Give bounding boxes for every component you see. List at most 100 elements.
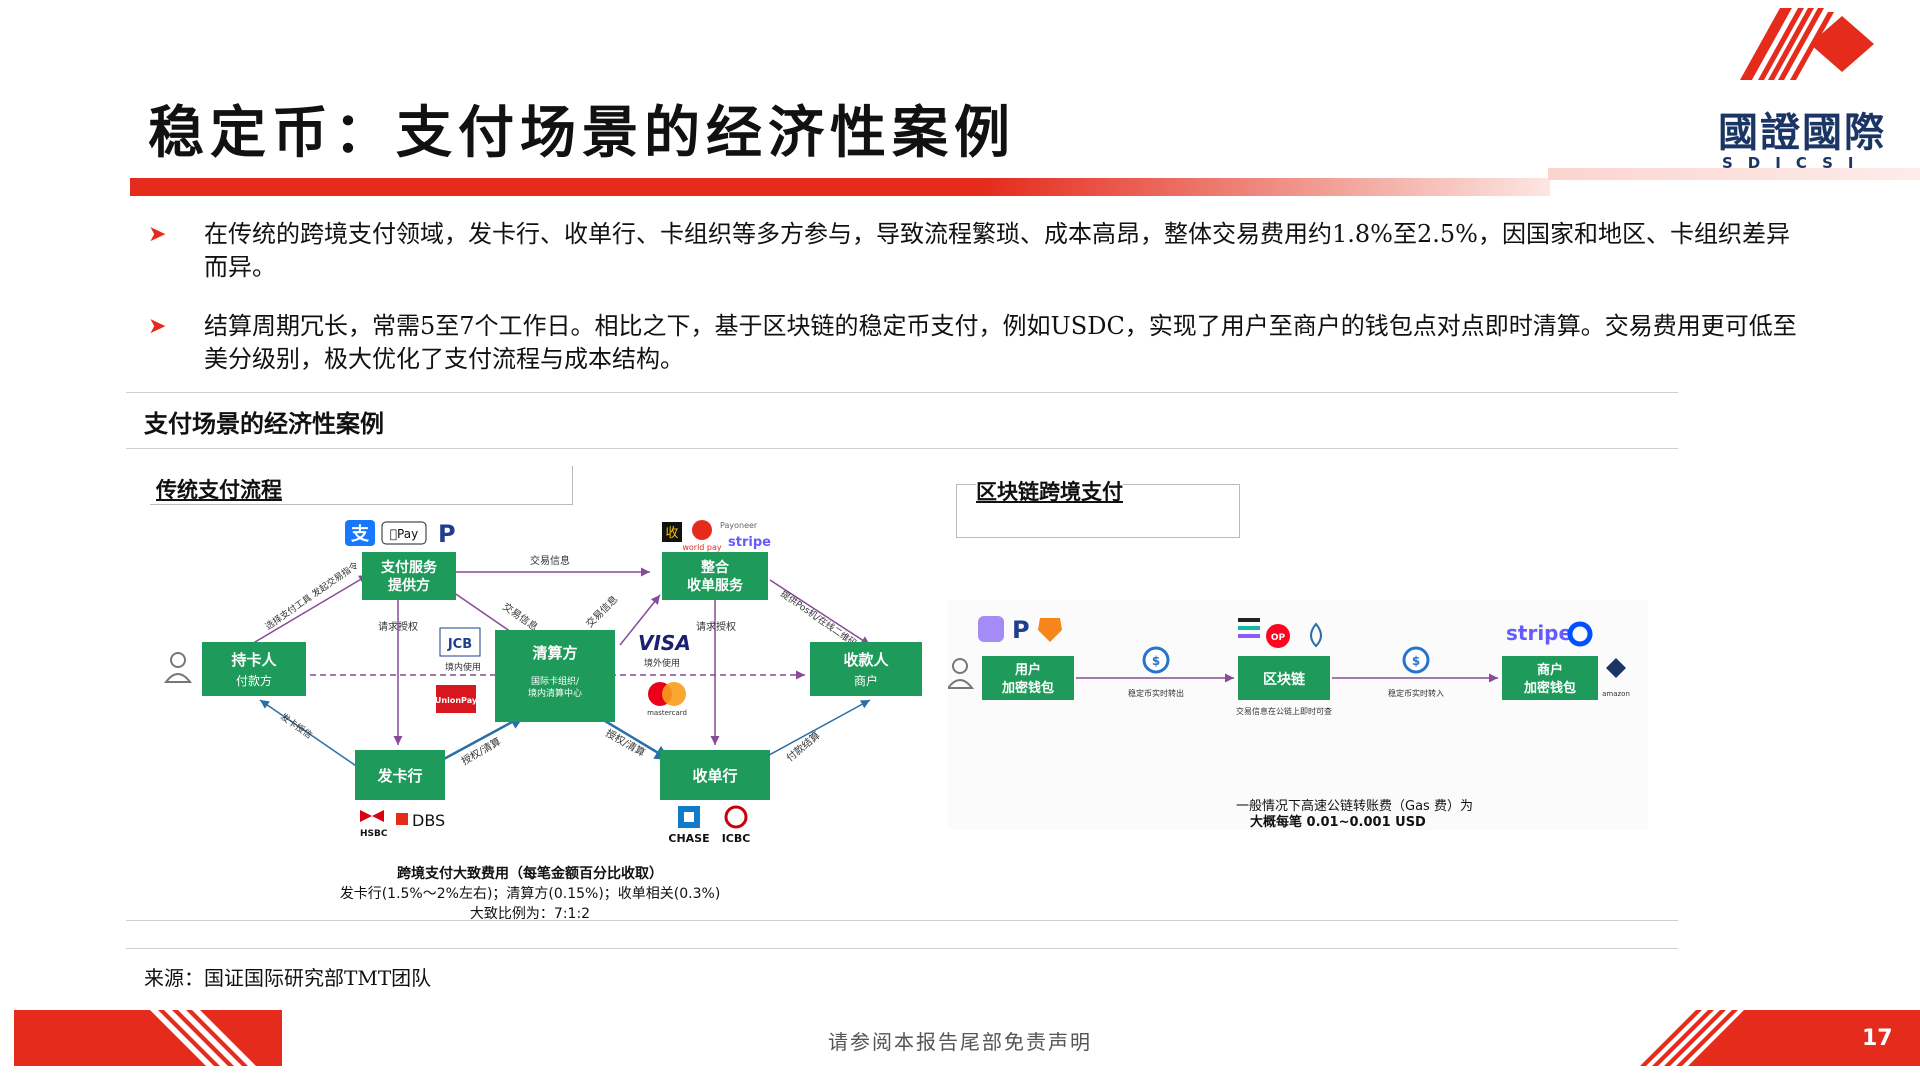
stripe-icon-small: stripe [728,535,771,550]
shou-icon: 收 [662,522,682,542]
edge-label: 交易信息 [583,593,620,630]
paypal-icon: P [438,520,456,548]
svg-text:amazon: amazon [1602,690,1630,698]
logo-chinese: 國證國際 [1718,109,1886,156]
node-acquirer-label: 收单行 [692,767,737,785]
node-psp: 支付服务 提供方 [362,552,456,600]
disclaimer-footer: 请参阅本报告尾部免责声明 [828,1030,1092,1054]
edge-label: 提供Pos机/在线二维码 [778,588,859,650]
traditional-label-box [150,466,573,505]
svg-text:VISA: VISA [638,631,691,655]
svg-text:DBS: DBS [412,811,445,830]
usdc-icon: $ [1142,646,1170,674]
traditional-flow-label: 传统支付流程 [156,477,282,502]
divider [126,948,1678,949]
metamask-icon [1038,618,1062,642]
svg-text:境内清算中心: 境内清算中心 [528,687,582,699]
visa-caption: 境外使用 [644,657,680,669]
page-number: 17 [1862,1026,1893,1051]
svg-text:Payoneer: Payoneer [720,521,758,530]
svg-text:提供方: 提供方 [388,577,430,594]
optimism-icon: OP [1266,624,1290,648]
traditional-payment-diagram: 交易信息 交易信息 交易信息 请求授权 请求授权 提供Pos机/在线二维码 选择… [163,520,922,922]
payoneer-icon: Payoneer [720,521,758,530]
node-blockchain: 区块链 [1238,656,1330,700]
svg-text:CHASE: CHASE [668,832,709,845]
edge-aggregator-merchant [769,579,871,646]
caption-left: 稳定币实时转出 [1128,688,1184,698]
fees-line2: 大致比例为：7:1:2 [470,906,590,922]
edge-acquirer-merchant [759,699,871,761]
edge-issuer-clearing [441,713,526,762]
svg-text:收: 收 [665,526,678,541]
coinbase-icon [1567,621,1593,647]
node-issuer: 发卡行 [355,750,445,800]
svg-text:支付服务: 支付服务 [380,559,438,576]
node-aggregator: 整合 收单服务 [662,552,768,600]
source-note: 来源：国证国际研究部TMT团队 [144,966,432,990]
svg-text:用户: 用户 [1014,662,1041,678]
worldpay-icon: world pay [682,520,722,552]
svg-text:UnionPay: UnionPay [435,696,478,705]
figure-title: 支付场景的经济性案例 [144,409,384,438]
node-clearing-label: 清算方 [532,644,577,662]
usdc-icon: $ [1402,646,1430,674]
gas-note-1: 一般情况下高速公链转账费（Gas 费）为 [1236,798,1473,814]
page-title: 稳定币：支付场景的经济性案例 [148,100,1016,166]
bullet-1-text: 在传统的跨境支付领域，发卡行、收单行、卡组织等多方参与，导致流程繁琐、成本高昂，… [204,220,1790,281]
edge-label: 选择支付工具 发起交易指令 [263,559,361,632]
svg-text:OP: OP [1271,633,1286,643]
node-cardholder-line1: 持卡人 [231,651,277,669]
node-clearing: 清算方 国际卡组织/ 境内清算中心 [495,630,615,722]
divider [126,392,1678,393]
node-merchant-wallet: 商户 加密钱包 [1502,656,1598,700]
svg-text:加密钱包: 加密钱包 [1001,680,1054,696]
bullet-arrow-icon: ➤ [148,314,167,339]
fees-title: 跨境支付大致费用（每笔金额百分比收取） [397,865,663,882]
drop-icon [1310,622,1322,648]
blockchain-payment-diagram: P OP stripe 用户 加密钱包 区块链 商户 加密钱包 amazon $… [948,600,1648,830]
visa-icon: VISA [638,631,691,655]
svg-text:Pay: Pay [390,527,418,541]
applepay-icon: Pay [381,521,427,545]
node-issuer-label: 发卡行 [376,767,422,785]
bullet-2-text: 结算周期冗长，常需5至7个工作日。相比之下，基于区块链的稳定币支付，例如USDC… [204,312,1797,373]
edge-clearing-acquirer [594,713,671,762]
svg-text:world pay: world pay [682,543,722,552]
caption-mid: 交易信息在公链上即时可查 [1236,706,1332,716]
svg-text:加密钱包: 加密钱包 [1523,680,1576,696]
svg-text:stripe: stripe [1506,621,1572,645]
alipay-icon: 支 [345,520,375,546]
svg-text:整合: 整合 [700,559,730,576]
edge-label: 请求授权 [696,620,736,633]
node-cardholder: 持卡人 付款方 [202,642,306,696]
blockchain-flow-label: 区块链跨境支付 [976,476,1123,506]
jcb-caption: 境内使用 [445,661,481,673]
svg-text:商户: 商户 [854,673,878,688]
unionpay-icon: UnionPay [435,685,478,713]
caption-right: 稳定币实时转入 [1388,688,1444,698]
mastercard-icon: mastercard [647,682,687,717]
logo-stripe-mark [1740,8,1874,80]
icbc-icon: ICBC [722,805,750,845]
gas-note-2: 大概每笔 0.01~0.001 USD [1250,814,1426,830]
svg-text:P: P [438,520,456,548]
person-icon [948,658,975,689]
company-logo: 國證國際 SDICSI [1718,100,1886,172]
svg-text:mastercard: mastercard [647,709,687,717]
fees-line1: 发卡行(1.5%～2%左右)；清算方(0.15%)；收单相关(0.3%) [340,886,721,902]
node-user-wallet: 用户 加密钱包 [982,656,1074,700]
svg-text:区块链: 区块链 [1263,671,1306,688]
person-icon [163,652,193,683]
node-cardholder-line2: 付款方 [236,673,272,688]
svg-text:收单服务: 收单服务 [687,577,744,594]
footer-left-stripes [150,1010,256,1066]
edge-cardholder-psp [249,574,369,646]
svg-text:P: P [1012,616,1030,644]
dbs-icon: DBS [396,811,445,830]
edge-label: 交易信息 [530,554,570,567]
edge-clearing-aggregator [619,594,661,646]
paypal-icon: P [1012,616,1030,644]
footer-left-band [14,1010,282,1066]
hsbc-icon: HSBC [360,810,388,839]
